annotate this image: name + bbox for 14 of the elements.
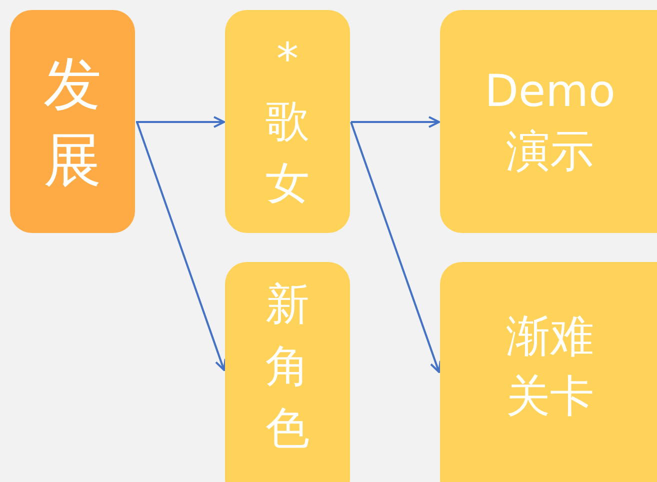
process-box [10, 10, 135, 233]
arrow [351, 116, 440, 128]
arrow [136, 116, 225, 128]
box-label: *歌女 [264, 32, 310, 210]
process-box [440, 262, 657, 482]
box-label: 发展 [42, 48, 102, 196]
process-box [440, 10, 657, 233]
box-label: Demo 演示 [484, 64, 616, 178]
process-box [225, 262, 350, 482]
arrow [350, 122, 442, 373]
box-label: 新角色 [264, 278, 310, 456]
process-box [225, 10, 350, 233]
arrow [136, 122, 226, 371]
box-label: 渐难关卡 [505, 310, 595, 424]
